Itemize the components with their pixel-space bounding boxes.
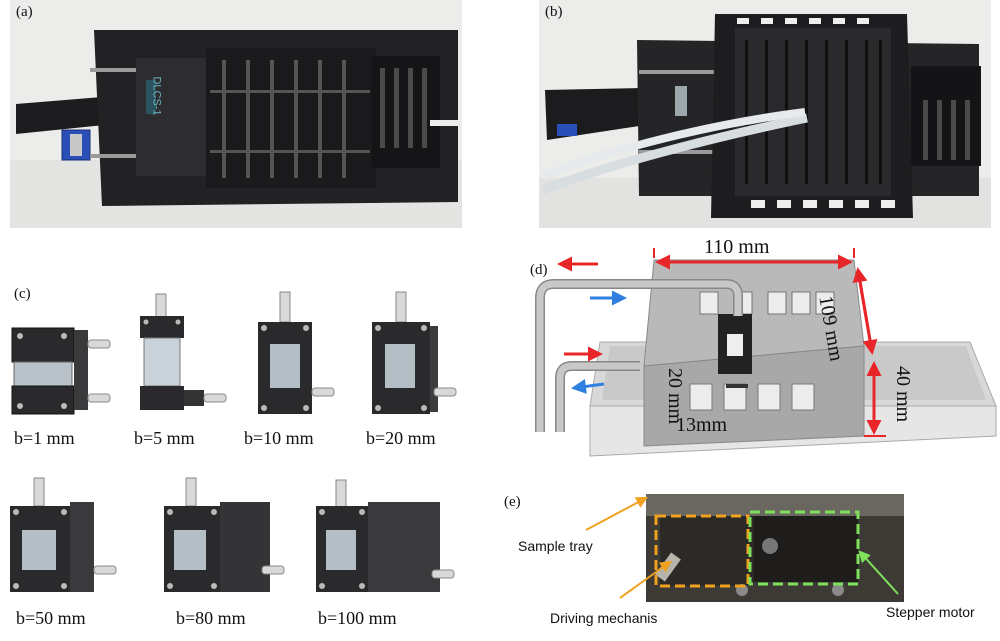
caption-b10: b=10 mm	[244, 428, 314, 448]
label-stepper-motor: Stepper motor	[886, 604, 975, 620]
photo-a-device	[10, 0, 462, 228]
cuvette-100mm	[316, 479, 455, 592]
panel-label-b: (b)	[545, 4, 563, 20]
panel-label-a: (a)	[16, 4, 33, 20]
cuvette-20mm	[372, 291, 457, 414]
caption-b1: b=1 mm	[14, 428, 75, 448]
panel-c: (c)	[0, 240, 520, 641]
cuvette-50mm	[10, 477, 117, 592]
caption-b80: b=80 mm	[176, 608, 246, 628]
panel-a: (a) DLCS-1	[10, 0, 462, 228]
dim-width: 110 mm	[704, 236, 770, 258]
label-sample-tray: Sample tray	[518, 538, 593, 554]
cuvette-10mm	[258, 291, 335, 414]
dim-height: 40 mm	[892, 366, 914, 423]
panel-label-d: (d)	[530, 262, 548, 278]
label-driving-mechanism: Driving mechanis	[550, 610, 658, 626]
cuvette-5mm	[140, 293, 227, 410]
panel-label-e: (e)	[504, 494, 521, 510]
device-label-text: DLCS-1	[150, 76, 163, 116]
panel-d: (d) 110 mm 109 mm 40 mm 20 mm 13mm	[520, 236, 1000, 482]
photo-b-device	[539, 0, 991, 228]
panel-e: (e) Sample tray Driving mechanis Stepper…	[500, 486, 1000, 641]
cuvette-80mm	[164, 477, 285, 592]
photo-e-mechanism	[585, 494, 904, 602]
dim-offset: 13mm	[676, 414, 728, 436]
caption-b5: b=5 mm	[134, 428, 195, 448]
tray-cad-drawing	[535, 248, 997, 457]
caption-b50: b=50 mm	[16, 608, 86, 628]
cuvette-illustrations	[10, 291, 457, 592]
cuvette-1mm	[11, 327, 111, 415]
caption-b20: b=20 mm	[366, 428, 436, 448]
panel-label-c: (c)	[14, 286, 31, 302]
caption-b100: b=100 mm	[318, 608, 397, 628]
panel-b: (b)	[539, 0, 991, 228]
